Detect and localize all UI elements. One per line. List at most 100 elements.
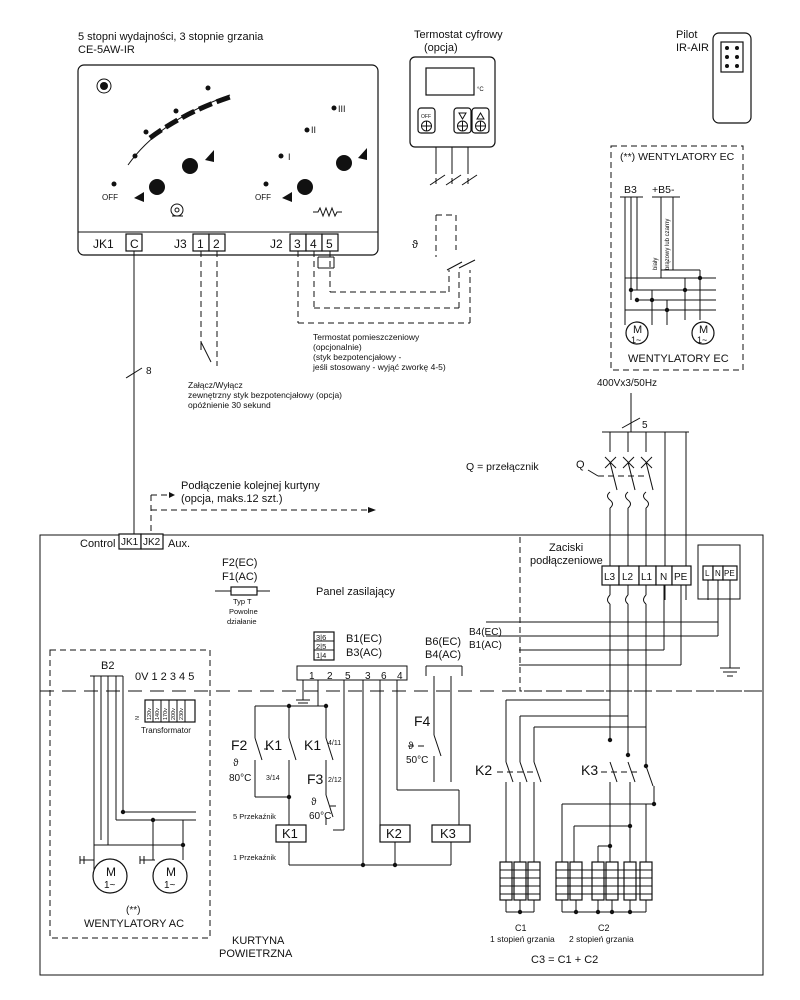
panel-title: Panel zasilający <box>316 586 395 598</box>
ac-fans-box <box>49 649 211 939</box>
heat-level-3: III <box>338 104 346 114</box>
heater-elements <box>499 861 653 915</box>
fan-knob <box>149 179 165 195</box>
fuse-type: Typ T <box>233 597 252 606</box>
board-code-2: 2|5 <box>316 642 326 651</box>
relay-1-przekaznik: 1 Przekaźnik <box>233 853 276 862</box>
relay-k1b: K1 <box>304 737 321 753</box>
ec-b3: B3 <box>624 184 637 196</box>
terminals-title-2: podłączeniowe <box>530 555 603 567</box>
term-j3: J3 <box>174 237 187 251</box>
board-b4ac: B4(AC) <box>425 649 461 661</box>
ec-motor-1-phase: 1~ <box>631 335 641 345</box>
controller-panel <box>77 64 379 256</box>
ac-motor-2: M <box>166 865 176 879</box>
room-thermostat-line4: jeśli stosowany - wyjąć zworkę 4-5) <box>312 362 446 372</box>
curtain-line1: KURTYNA <box>232 935 285 947</box>
switch-label: Q <box>576 459 585 471</box>
relay-f4: F4 <box>414 713 431 729</box>
external-line2: zewnętrzny styk bezpotencjałowy (opcja) <box>188 390 342 400</box>
supply-wire-count: 5 <box>642 420 648 431</box>
external-line1: Załącz/Wyłącz <box>188 380 243 390</box>
term-1: 1 <box>197 237 204 251</box>
heat-level-1: I <box>288 152 291 162</box>
ec-wire-white: biały <box>653 258 659 270</box>
relay-temp-60: 60°C <box>309 811 331 822</box>
control-cable <box>125 251 143 535</box>
relay-5-przekaznik: 5 Przekaźnik <box>233 812 276 821</box>
terminal-N: N <box>660 572 667 583</box>
b4ec-label: B4(EC) <box>469 627 502 638</box>
b6-connector <box>425 665 463 676</box>
board-b6ec: B6(EC) <box>425 636 461 648</box>
terminal-wiring <box>486 580 740 766</box>
relay-f2: F2 <box>231 737 248 753</box>
ec-motor-2-phase: 1~ <box>697 335 707 345</box>
next-curtain-arrows <box>150 492 376 535</box>
ac-motor-1: M <box>106 865 116 879</box>
ac-motor-1-phase: 1~ <box>104 880 116 891</box>
external-line3: opóźnienie 30 sekund <box>188 400 271 410</box>
transformer-pins: 0V 1 2 3 4 5 <box>135 671 194 683</box>
coil-k2: K2 <box>386 826 402 841</box>
ec-b5: +B5- <box>652 184 675 196</box>
board-code-1: 3|6 <box>316 633 326 642</box>
control-jk2: JK2 <box>143 537 161 548</box>
ac-fan-wiring <box>79 675 196 894</box>
heater-icon <box>313 206 342 218</box>
board-b1ec: B1(EC) <box>346 633 382 645</box>
relay-k1-314: 3/14 <box>266 775 280 782</box>
term-j2: J2 <box>270 237 283 251</box>
heat-knob <box>297 179 313 195</box>
tap-120v: 120v <box>147 708 153 720</box>
heater-wiring <box>497 699 657 862</box>
relay-theta-60: ϑ <box>311 797 317 808</box>
controller-model: CE-5AW-IR <box>78 44 135 56</box>
terminal-block <box>601 544 741 600</box>
aux-terminal-PE: PE <box>724 569 735 578</box>
term-2: 2 <box>213 237 220 251</box>
term-5: 5 <box>326 237 333 251</box>
heater-c1-desc: 1 stopień grzania <box>490 934 555 944</box>
thermostat-unit: °C <box>477 87 484 93</box>
tap-230v: 230v <box>179 708 185 720</box>
ac-motor-2-phase: 1~ <box>164 880 176 891</box>
board-pin-2: 2 <box>327 671 333 682</box>
ec-motor-1: M <box>633 324 642 336</box>
terminal-L1: L1 <box>641 572 653 583</box>
board-pin-3: 3 <box>365 671 371 682</box>
relay-theta-80: ϑ <box>233 758 239 769</box>
curtain-outline <box>39 534 764 976</box>
aux-terminal-N: N <box>715 569 721 578</box>
remote-model: IR-AIR <box>676 42 709 54</box>
relay-f3-contacts: 2/12 <box>328 777 342 784</box>
room-thermostat-symbol: ϑ <box>412 239 418 251</box>
ac-fans-note: (**) <box>126 905 140 916</box>
ec-wire-brown: brązowy lub czarny <box>665 219 671 270</box>
supply-voltage: 400Vx3/50Hz <box>597 378 657 389</box>
relay-temp-80: 80°C <box>229 773 251 784</box>
board-connector <box>296 665 408 681</box>
terminal-L2: L2 <box>622 572 634 583</box>
relay-f3: F3 <box>307 771 324 787</box>
heater-c2-desc: 2 stopień grzania <box>569 934 634 944</box>
heater-c2: C2 <box>598 923 610 933</box>
board-code-3: 1|4 <box>316 651 326 660</box>
next-curtain-line2: (opcja, maks.12 szt.) <box>181 493 282 505</box>
board-pin-5: 5 <box>345 671 351 682</box>
heater-c1: C1 <box>515 923 527 933</box>
relay-k1-contacts: 4/11 <box>328 740 341 747</box>
remote-title: Pilot <box>676 29 697 41</box>
term-3: 3 <box>294 237 301 251</box>
fuse-ec: F2(EC) <box>222 557 257 569</box>
relay-k1: K1 <box>265 737 282 753</box>
heat-off-label: OFF <box>255 193 271 202</box>
terminal-PE: PE <box>674 572 688 583</box>
external-contact <box>200 251 218 366</box>
heat-level-2: II <box>311 125 316 135</box>
control-jk1: JK1 <box>121 537 139 548</box>
switch-legend: Q = przełącznik <box>466 461 539 473</box>
control-cable-count: 8 <box>146 366 152 377</box>
controller-terminals <box>125 233 339 252</box>
ac-b2: B2 <box>101 660 114 672</box>
